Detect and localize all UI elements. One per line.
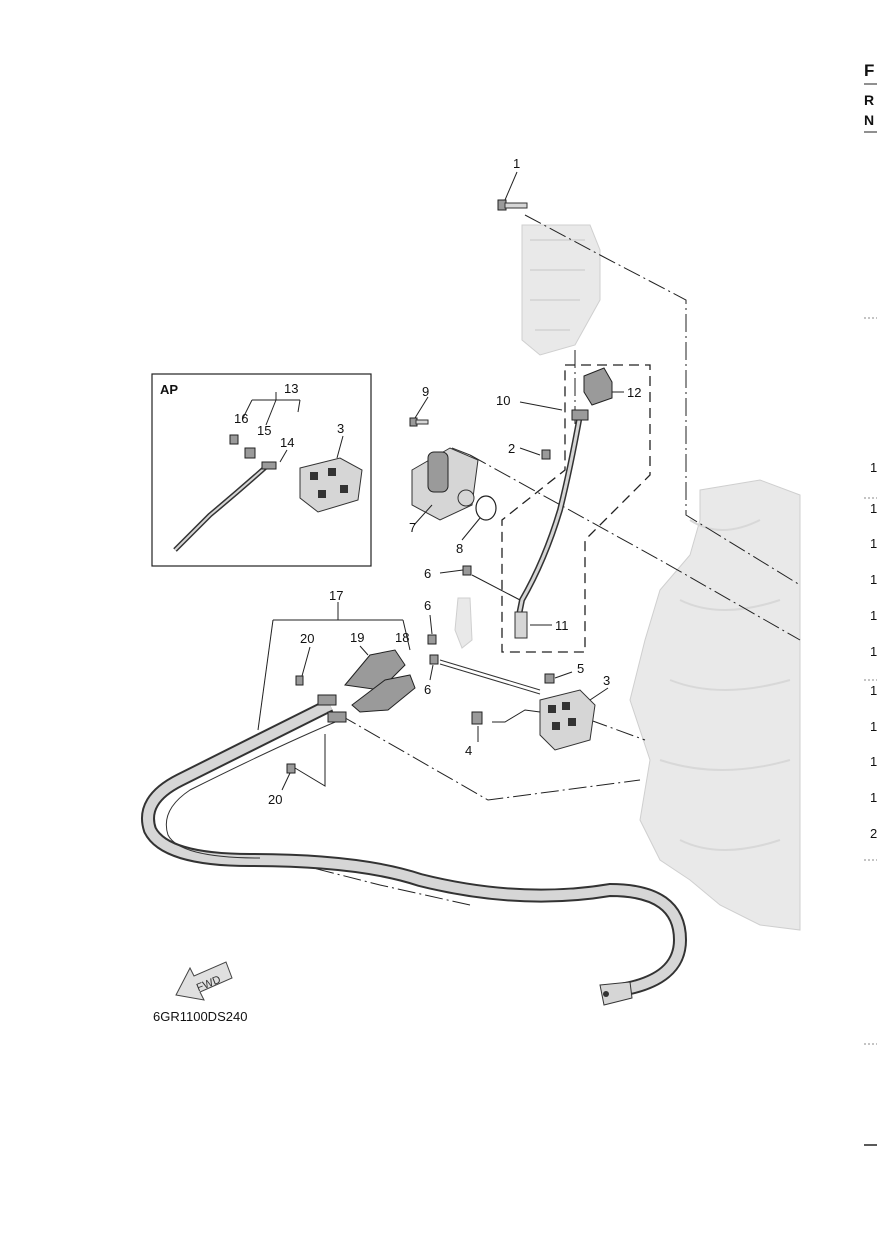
- figure-code: 6GR1100DS240: [153, 1009, 247, 1024]
- bolt-part: [409, 417, 429, 427]
- callout-labels: 1 2 3 4 5 6 6 6 7 8 9 10 11 12 13 14 15 …: [234, 156, 641, 807]
- callout-6: 6: [424, 598, 431, 613]
- callout-20: 20: [268, 792, 282, 807]
- edge-row-number: 1: [870, 790, 877, 805]
- connector-ghost: [454, 597, 473, 649]
- callout-4: 4: [465, 743, 472, 758]
- edge-subheading: N: [864, 112, 874, 128]
- nut-part: [541, 449, 551, 460]
- terminal-part: [514, 611, 528, 639]
- edge-row-number: 2: [870, 826, 877, 841]
- group-outline: [501, 364, 651, 653]
- bolt-part: [427, 565, 472, 665]
- callout-12: 12: [627, 385, 641, 400]
- callout-14: 14: [280, 435, 294, 450]
- battery-cable-loop-part: [141, 694, 688, 1006]
- edge-heading: F: [864, 61, 874, 80]
- callout-13: 13: [284, 381, 298, 396]
- starter-motor-ghost: [521, 224, 601, 356]
- edge-row-number: 1: [870, 460, 877, 475]
- callout-20: 20: [300, 631, 314, 646]
- callout-3: 3: [603, 673, 610, 688]
- inset-label: AP: [160, 382, 178, 397]
- right-edge-fragments: F R N 1 1 1 1 1 1 1 1 1 1 2: [864, 61, 877, 1146]
- callout-3: 3: [337, 421, 344, 436]
- o-ring-part: [475, 495, 497, 521]
- callout-2: 2: [508, 441, 515, 456]
- callout-8: 8: [456, 541, 463, 556]
- cap-part: [583, 367, 613, 406]
- edge-row-number: 1: [870, 572, 877, 587]
- edge-row-number: 1: [870, 683, 877, 698]
- fuse-block-part: [539, 689, 596, 751]
- edge-row-number: 1: [870, 719, 877, 734]
- forward-arrow-icon: FWD: [175, 961, 233, 1001]
- inset-parts: [173, 392, 363, 552]
- edge-row-number: 1: [870, 608, 877, 623]
- callout-18: 18: [395, 630, 409, 645]
- callout-6: 6: [424, 682, 431, 697]
- inset-frame: [151, 373, 372, 567]
- bolt-part: [295, 675, 304, 686]
- callout-16: 16: [234, 411, 248, 426]
- chain-line: [524, 214, 801, 586]
- chain-line: [469, 454, 801, 641]
- clip-part: [471, 711, 483, 725]
- relay-part: [411, 447, 479, 521]
- edge-row-number: 1: [870, 536, 877, 551]
- chain-line: [339, 714, 641, 801]
- engine-outline: [629, 479, 801, 931]
- callout-11: 11: [555, 618, 569, 633]
- callout-1: 1: [513, 156, 520, 171]
- callout-19: 19: [350, 630, 364, 645]
- callout-15: 15: [257, 423, 271, 438]
- edge-row-number: 1: [870, 754, 877, 769]
- bolt-part: [286, 763, 296, 774]
- boot-part: [344, 649, 416, 713]
- callout-5: 5: [577, 661, 584, 676]
- callout-9: 9: [422, 384, 429, 399]
- edge-row-number: 1: [870, 644, 877, 659]
- callout-17: 17: [329, 588, 343, 603]
- chain-line: [589, 719, 646, 741]
- callout-6: 6: [424, 566, 431, 581]
- bolt-part: [497, 199, 528, 211]
- callout-7: 7: [409, 520, 416, 535]
- edge-row-number: 1: [870, 501, 877, 516]
- callout-10: 10: [496, 393, 510, 408]
- edge-subheading: R: [864, 92, 874, 108]
- bolt-part: [544, 673, 555, 684]
